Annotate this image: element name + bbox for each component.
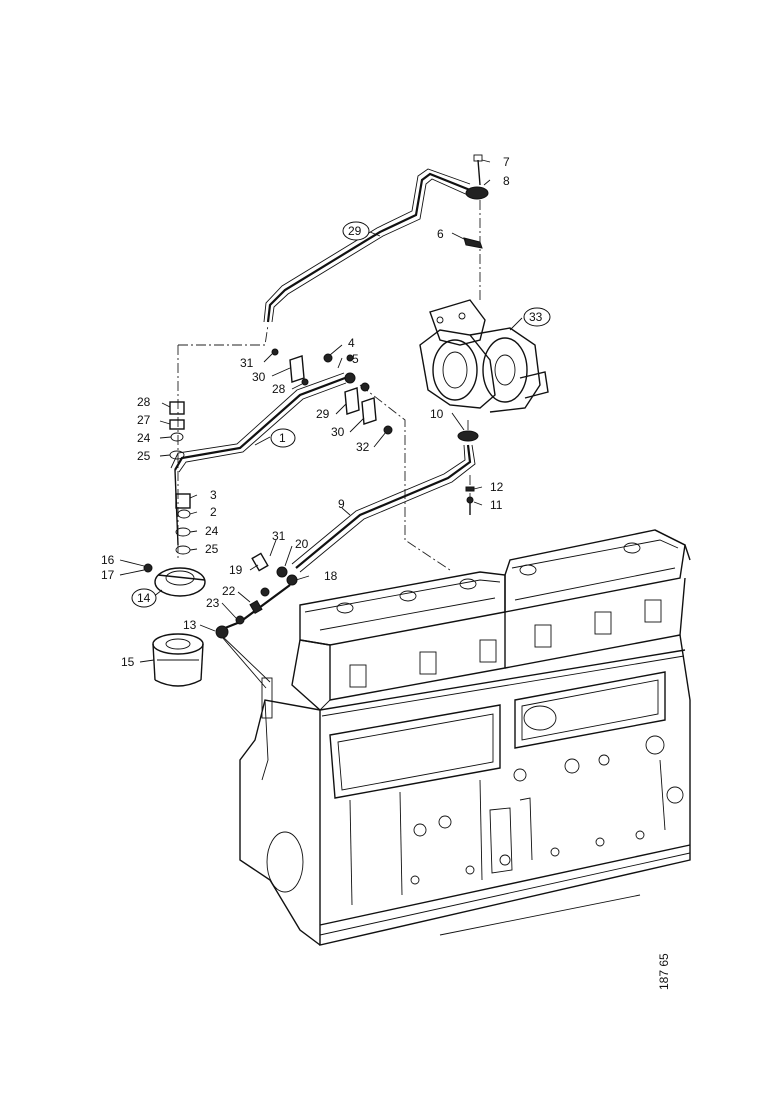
callout-25-upper: 25 bbox=[137, 449, 151, 463]
callout-31-lower: 31 bbox=[272, 529, 286, 543]
callout-17: 17 bbox=[101, 568, 115, 582]
callout-4: 4 bbox=[348, 336, 355, 350]
callout-18: 18 bbox=[324, 569, 338, 583]
callout-29-upper: 29 bbox=[348, 224, 362, 238]
callout-labels: 7 8 6 29 33 4 5 31 30 28 28 27 24 25 1 2… bbox=[101, 155, 543, 669]
callout-28-upper: 28 bbox=[272, 382, 286, 396]
callout-30-lower: 30 bbox=[331, 425, 345, 439]
callout-30-upper: 30 bbox=[252, 370, 266, 384]
callout-2: 2 bbox=[210, 505, 217, 519]
callout-9: 9 bbox=[338, 497, 345, 511]
oil-filter-assembly bbox=[143, 563, 206, 687]
oil-return-pipe bbox=[291, 430, 479, 573]
callout-6: 6 bbox=[437, 227, 444, 241]
assembly-centerlines bbox=[177, 200, 481, 571]
callout-23: 23 bbox=[206, 596, 220, 610]
drawing-number: 187 65 bbox=[657, 953, 671, 990]
callout-11: 11 bbox=[490, 498, 503, 512]
turbocharger bbox=[419, 299, 549, 413]
callout-19: 19 bbox=[229, 563, 243, 577]
callout-12: 12 bbox=[490, 480, 504, 494]
callout-33: 33 bbox=[529, 310, 543, 324]
callout-29-lower: 29 bbox=[316, 407, 330, 421]
oil-pipe-1 bbox=[170, 348, 393, 473]
callout-16: 16 bbox=[101, 553, 115, 567]
callout-8: 8 bbox=[503, 174, 510, 188]
callout-leaders bbox=[119, 159, 523, 663]
circled-callout-markers bbox=[131, 221, 551, 608]
callout-24-upper: 24 bbox=[137, 431, 151, 445]
fitting-stack bbox=[169, 401, 191, 555]
callout-7: 7 bbox=[503, 155, 510, 169]
oil-feed-pipe-upper bbox=[263, 154, 489, 323]
callout-10: 10 bbox=[430, 407, 444, 421]
callout-22: 22 bbox=[222, 584, 236, 598]
callout-5: 5 bbox=[352, 352, 359, 366]
engine-block bbox=[239, 529, 691, 946]
callout-20: 20 bbox=[295, 537, 309, 551]
callout-15: 15 bbox=[121, 655, 135, 669]
callout-14: 14 bbox=[137, 591, 151, 605]
callout-3: 3 bbox=[210, 488, 217, 502]
callout-28-left: 28 bbox=[137, 395, 151, 409]
callout-25-lower: 25 bbox=[205, 542, 219, 556]
callout-13: 13 bbox=[183, 618, 197, 632]
callout-27: 27 bbox=[137, 413, 151, 427]
callout-1: 1 bbox=[279, 431, 286, 445]
callout-32: 32 bbox=[356, 440, 370, 454]
callout-24-lower: 24 bbox=[205, 524, 219, 538]
callout-31-upper: 31 bbox=[240, 356, 254, 370]
